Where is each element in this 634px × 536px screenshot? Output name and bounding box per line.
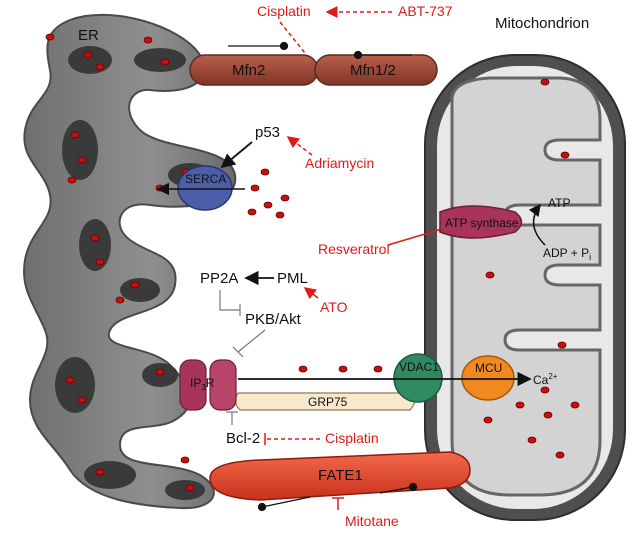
pkb-inhibits-ip3r-line [237, 329, 266, 353]
atp-cycle-arrow [528, 203, 546, 246]
resveratrol-line [387, 227, 446, 246]
serca-pump [177, 165, 233, 211]
bcl2-label: Bcl-2 [226, 430, 260, 447]
er-label: ER [78, 27, 99, 44]
drug-ato: ATO [320, 299, 348, 315]
ato-arrow [303, 287, 319, 300]
mitochondrion [424, 54, 626, 521]
atp-label: ATP [548, 196, 570, 210]
cytosol-calcium-dots [247, 168, 290, 219]
serca-label: SERCA [185, 172, 226, 186]
pp2a-inhibits-pkb-line [219, 290, 240, 311]
fate1-tether-bars [257, 482, 418, 512]
drug-cisplatin-top: Cisplatin [257, 3, 311, 19]
drug-resveratrol: Resveratrol [318, 241, 390, 257]
pp2a-label: PP2A [200, 270, 238, 287]
mfn2-label: Mfn2 [232, 62, 265, 79]
mitochondrion-label: Mitochondrion [495, 15, 589, 32]
drug-mitotane: Mitotane [345, 513, 399, 529]
contact-calcium-dots [298, 365, 383, 373]
pkb-akt-label: PKB/Akt [245, 311, 302, 328]
p53-to-serca-arrow [220, 141, 253, 169]
grp75-label: GRP75 [308, 395, 348, 409]
er-network [23, 13, 237, 510]
adp-label: ADP + Pi [543, 246, 591, 262]
ip3r-channel [179, 359, 237, 411]
pml-label: PML [277, 270, 308, 287]
ip3r-label: IP3R [190, 376, 215, 392]
mcu-channel [461, 355, 515, 401]
fate1-label: FATE1 [318, 467, 363, 484]
mito-calcium-dots [483, 78, 580, 459]
vdac1-channel [393, 353, 443, 403]
mfn12-label: Mfn1/2 [350, 62, 396, 79]
drug-abt737: ABT-737 [398, 3, 453, 19]
p53-label: p53 [255, 124, 280, 141]
atp-synthase [439, 205, 523, 239]
er-calcium-dots [45, 33, 195, 492]
atp-synthase-label: ATP synthase [445, 216, 519, 230]
drug-cisplatin-bottom: Cisplatin [325, 430, 379, 446]
ca-label: Ca2+ [533, 372, 558, 387]
mfn-tether-bars [228, 41, 412, 60]
adriamycin-arrow [286, 136, 313, 156]
drug-adriamycin: Adriamycin [305, 155, 374, 171]
vdac1-label: VDAC1 [399, 360, 439, 374]
mcu-label: MCU [475, 361, 502, 375]
